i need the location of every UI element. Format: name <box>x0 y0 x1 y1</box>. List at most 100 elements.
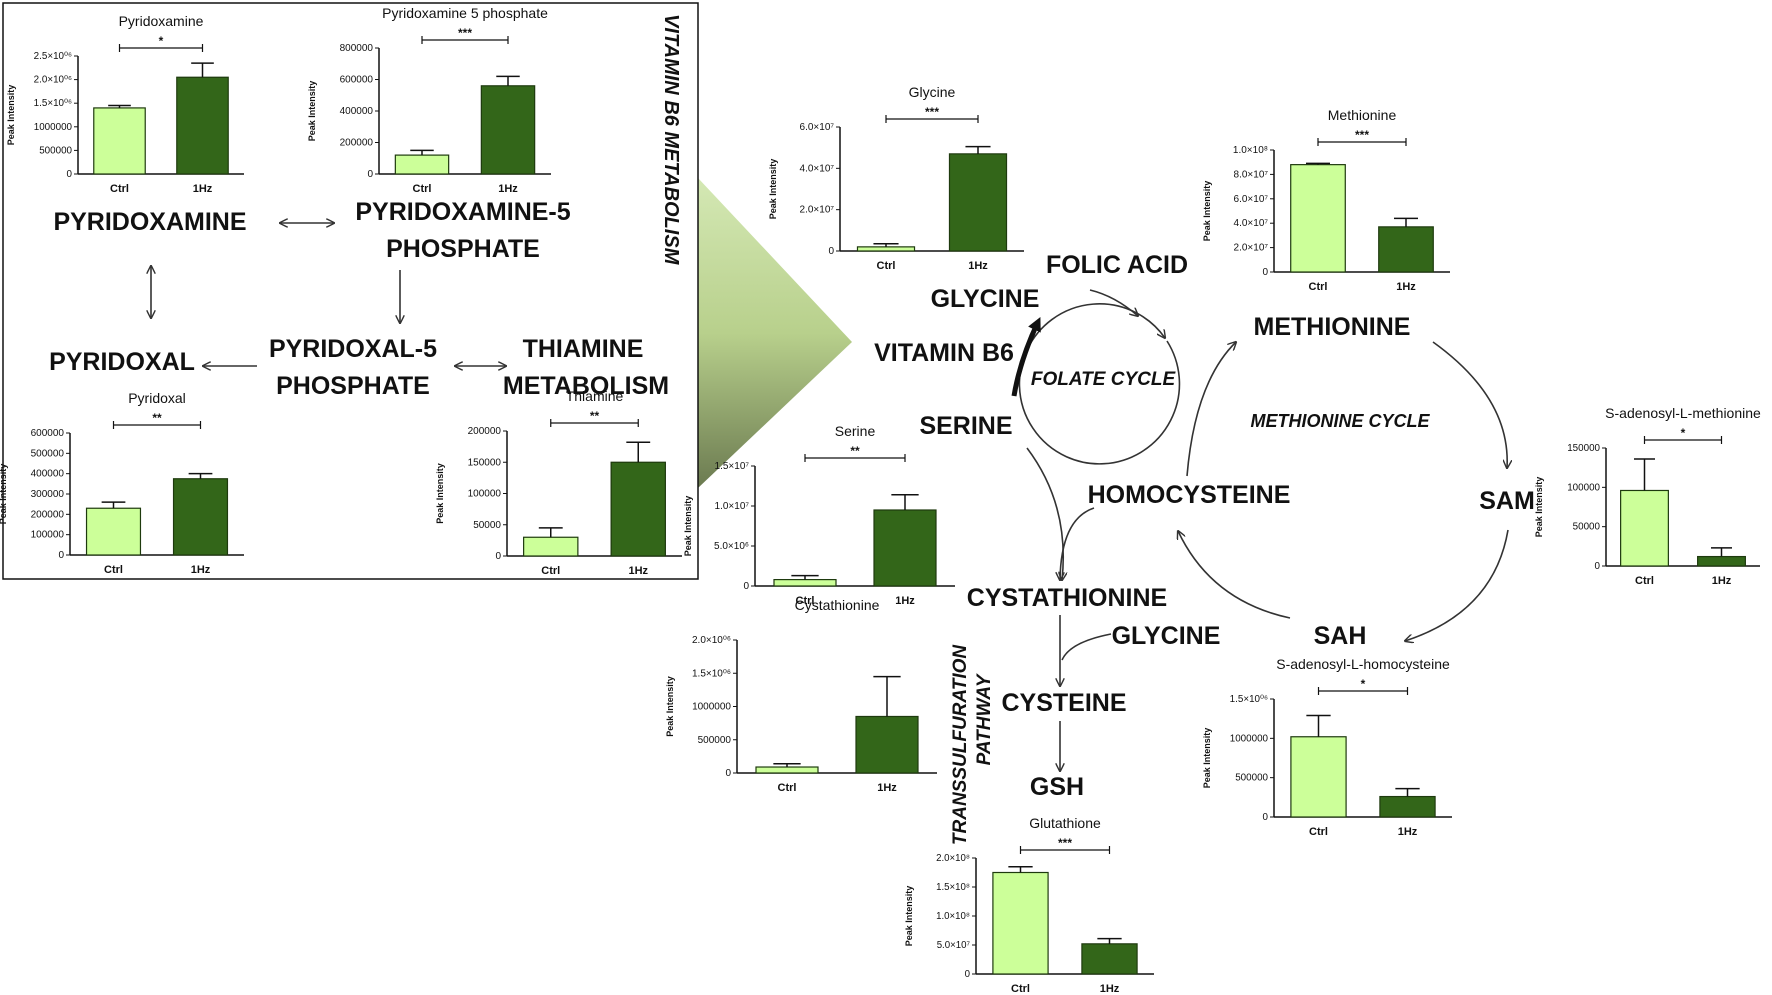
chart-title: Methionine <box>1328 107 1397 123</box>
chart-methionine: Methionine02.0×10⁷4.0×10⁷6.0×10⁷8.0×10⁷1… <box>1202 107 1450 293</box>
y-tick-label: 500000 <box>39 145 72 156</box>
bar-1hz <box>1697 555 1746 567</box>
vitamin-b6-title: VITAMIN B6 METABOLISM <box>660 14 682 266</box>
chart-title: Cystathionine <box>795 597 880 613</box>
node-thiamine-metabolism-line2: METABOLISM <box>503 372 669 400</box>
category-label: 1Hz <box>498 183 518 195</box>
y-tick-label: 1.0×10⁸ <box>1233 145 1268 156</box>
node-vitamin-b6: VITAMIN B6 <box>874 339 1014 367</box>
y-tick-label: 6.0×10⁷ <box>800 122 835 133</box>
y-tick-label: 50000 <box>473 520 501 531</box>
chart-pyridoxal: Pyridoxal0100000200000300000400000500000… <box>0 390 244 576</box>
chart-pyridoxamine: Pyridoxamine050000010000001.5×10⁰⁶2.0×10… <box>6 13 244 195</box>
category-label: 1Hz <box>191 564 211 576</box>
y-tick-label: 50000 <box>1573 522 1601 533</box>
bar-1hz <box>1378 226 1434 273</box>
y-tick-label: 100000 <box>31 530 65 541</box>
y-tick-label: 2.5×10⁰⁶ <box>34 51 72 62</box>
significance-label: ** <box>590 409 600 423</box>
bar-ctrl <box>1290 164 1346 273</box>
chart-title: Glycine <box>909 84 956 100</box>
node-pyridoxal: PYRIDOXAL <box>49 348 195 376</box>
y-tick-label: 500000 <box>31 448 65 459</box>
y-tick-label: 600000 <box>31 428 65 439</box>
bar-ctrl <box>1620 489 1669 567</box>
chart-title: S-adenosyl-L-methionine <box>1605 405 1761 421</box>
category-label: 1Hz <box>193 183 213 195</box>
bar-1hz <box>948 153 1008 252</box>
label-transsulfuration-line2: PATHWAY <box>974 672 995 765</box>
category-label: Ctrl <box>413 183 432 195</box>
y-axis-label: Peak Intensity <box>6 85 16 146</box>
label-methionine-cycle: METHIONINE CYCLE <box>1250 411 1430 431</box>
bar-ctrl <box>394 154 450 175</box>
y-axis-label: Peak Intensity <box>0 464 8 525</box>
significance-label: ** <box>152 411 162 425</box>
connector-triangle <box>698 178 852 488</box>
chart-s-adenosyl-l-methionine: S-adenosyl-L-methionine05000010000015000… <box>1534 405 1761 587</box>
chart-title: Pyridoxal <box>128 390 186 406</box>
y-tick-label: 6.0×10⁷ <box>1234 194 1269 205</box>
bar-1hz <box>1379 795 1436 818</box>
category-label: Ctrl <box>1635 575 1654 587</box>
y-tick-label: 1000000 <box>692 702 731 713</box>
node-pyridoxamine-5-phosphate-line1: PYRIDOXAMINE-5 <box>355 198 570 226</box>
node-pyridoxamine: PYRIDOXAMINE <box>53 208 246 236</box>
bar-ctrl <box>1290 736 1347 818</box>
y-tick-label: 0 <box>67 169 73 180</box>
bar-ctrl <box>755 766 819 774</box>
node-sah: SAH <box>1314 622 1367 650</box>
chart-title: Pyridoxamine 5 phosphate <box>382 5 548 21</box>
bar-1hz <box>610 461 666 557</box>
node-folic-acid: FOLIC ACID <box>1046 251 1188 279</box>
node-pyridoxal-5-phosphate-line2: PHOSPHATE <box>276 372 430 400</box>
y-tick-label: 1.0×10⁷ <box>715 501 750 512</box>
y-tick-label: 200000 <box>468 426 502 437</box>
category-label: 1Hz <box>968 260 988 272</box>
y-tick-label: 1.5×10⁰⁶ <box>1230 694 1268 705</box>
node-homocysteine: HOMOCYSTEINE <box>1088 481 1291 509</box>
chart-title: Serine <box>835 423 876 439</box>
y-tick-label: 400000 <box>31 469 65 480</box>
node-serine: SERINE <box>919 412 1012 440</box>
y-tick-label: 8.0×10⁷ <box>1234 169 1269 180</box>
y-tick-label: 0 <box>1263 812 1269 823</box>
y-tick-label: 1000000 <box>1230 733 1269 744</box>
y-tick-label: 2.0×10⁰⁶ <box>692 635 731 646</box>
category-label: 1Hz <box>1100 983 1120 995</box>
y-tick-label: 5.0×10⁷ <box>937 940 971 951</box>
chart-title: S-adenosyl-L-homocysteine <box>1276 656 1450 672</box>
arrow-vitamin-b6-to-glycine <box>1011 316 1041 397</box>
category-label: Ctrl <box>104 564 123 576</box>
y-tick-label: 150000 <box>468 457 502 468</box>
y-tick-label: 0 <box>965 969 970 980</box>
y-tick-label: 0 <box>828 246 834 257</box>
label-transsulfuration-line1: TRANSSULFURATION <box>950 644 971 845</box>
node-glycine-top: GLYCINE <box>931 285 1040 313</box>
category-label: 1Hz <box>1398 826 1418 838</box>
significance-label: * <box>1681 426 1686 440</box>
category-label: 1Hz <box>895 595 915 607</box>
vitamin-b6-panel <box>2 2 699 580</box>
category-label: Ctrl <box>877 260 896 272</box>
y-tick-label: 5.0×10⁶ <box>714 541 749 552</box>
y-tick-label: 2.0×10⁰⁶ <box>34 75 72 86</box>
y-tick-label: 100000 <box>1567 482 1600 493</box>
bar-ctrl <box>856 246 916 252</box>
category-label: 1Hz <box>628 565 648 577</box>
category-label: Ctrl <box>1309 826 1328 838</box>
arrow-homocysteine-to-methionine <box>1186 342 1236 477</box>
node-thiamine-metabolism-line1: THIAMINE <box>523 335 644 363</box>
y-tick-label: 400000 <box>340 106 374 117</box>
y-axis-label: Peak Intensity <box>1202 728 1212 789</box>
y-axis-label: Peak Intensity <box>435 463 445 524</box>
node-cysteine: CYSTEINE <box>1001 689 1126 717</box>
node-glycine-bottom: GLYCINE <box>1112 622 1221 650</box>
y-tick-label: 300000 <box>31 489 65 500</box>
bar-ctrl <box>773 578 837 587</box>
y-tick-label: 4.0×10⁷ <box>1234 218 1269 229</box>
bar-1hz <box>172 478 229 556</box>
label-folate-cycle: FOLATE CYCLE <box>1031 369 1177 390</box>
arrow-sam-to-sah <box>1405 529 1509 641</box>
